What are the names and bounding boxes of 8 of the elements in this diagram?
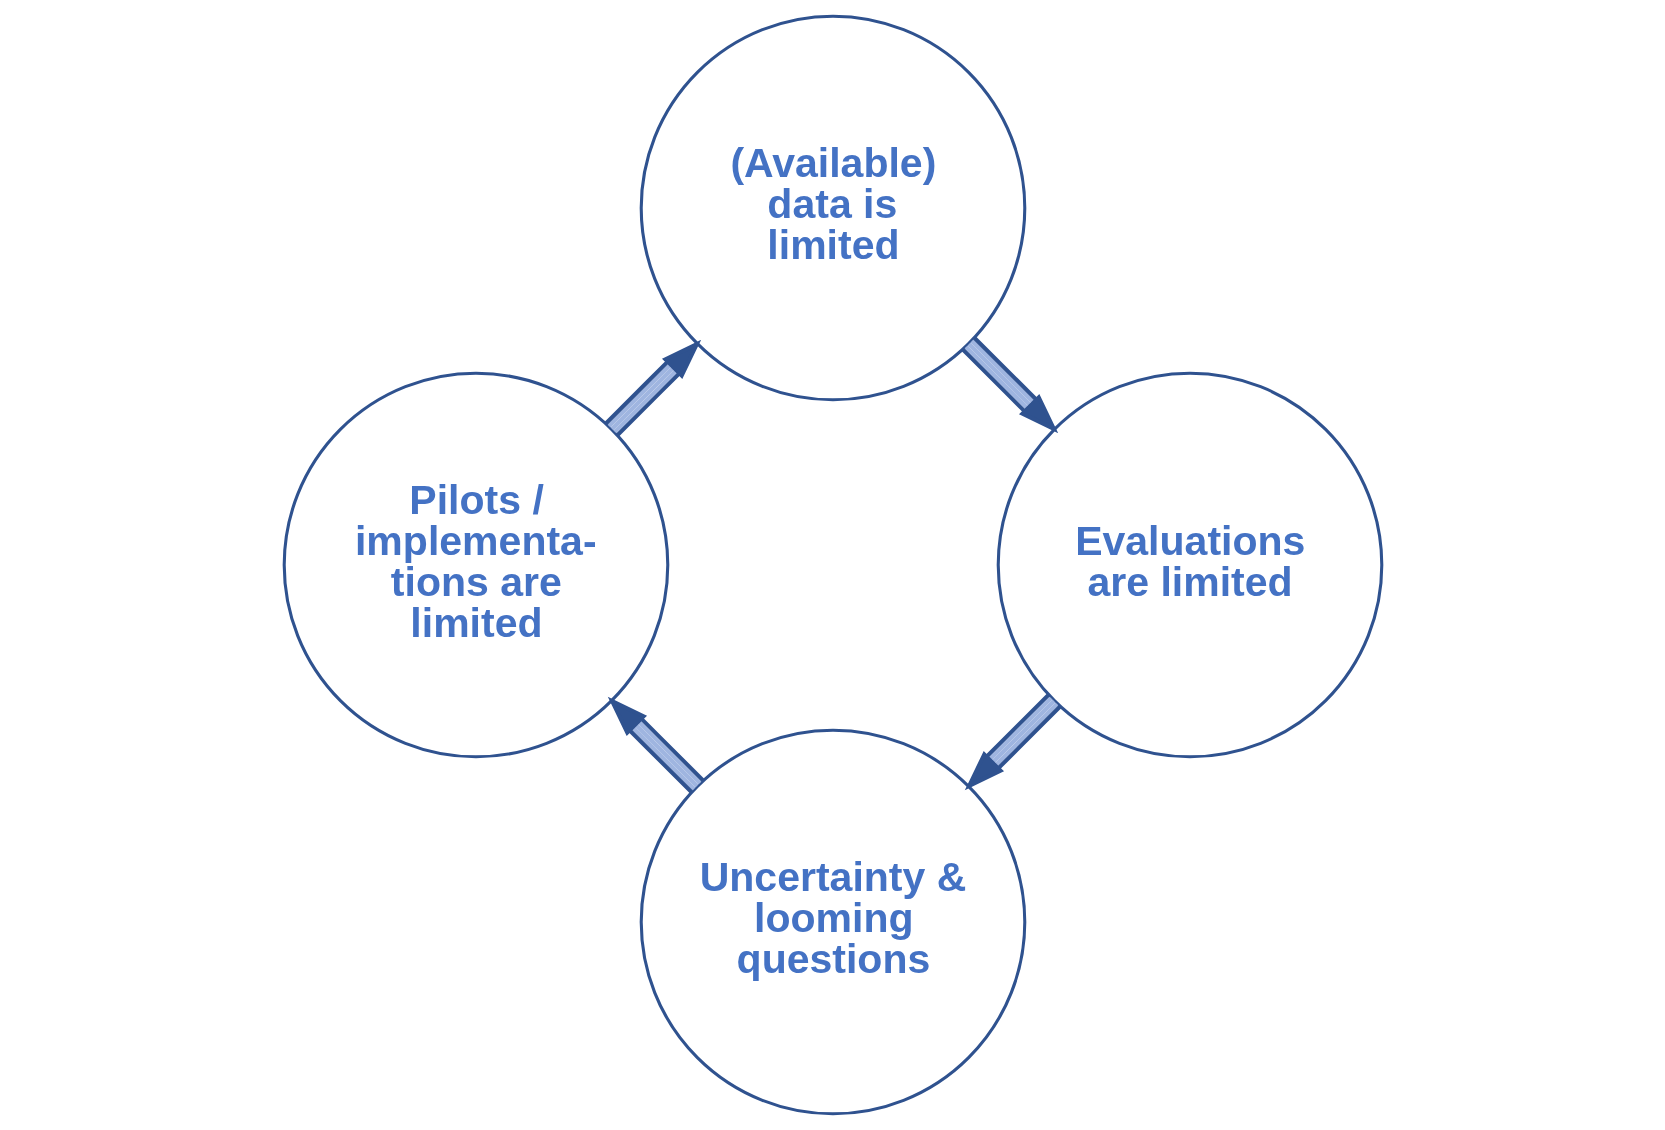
arrow	[604, 339, 701, 437]
arrow	[607, 696, 704, 794]
node-circle: Pilots / implementa- tions are limited	[282, 371, 669, 759]
arrow	[961, 336, 1058, 434]
node-circle: Uncertainty & looming questions	[639, 728, 1026, 1116]
node-circle: Evaluations are limited	[996, 371, 1383, 759]
arrow	[964, 693, 1061, 791]
node-circle: (Available) data is limited	[639, 14, 1026, 402]
